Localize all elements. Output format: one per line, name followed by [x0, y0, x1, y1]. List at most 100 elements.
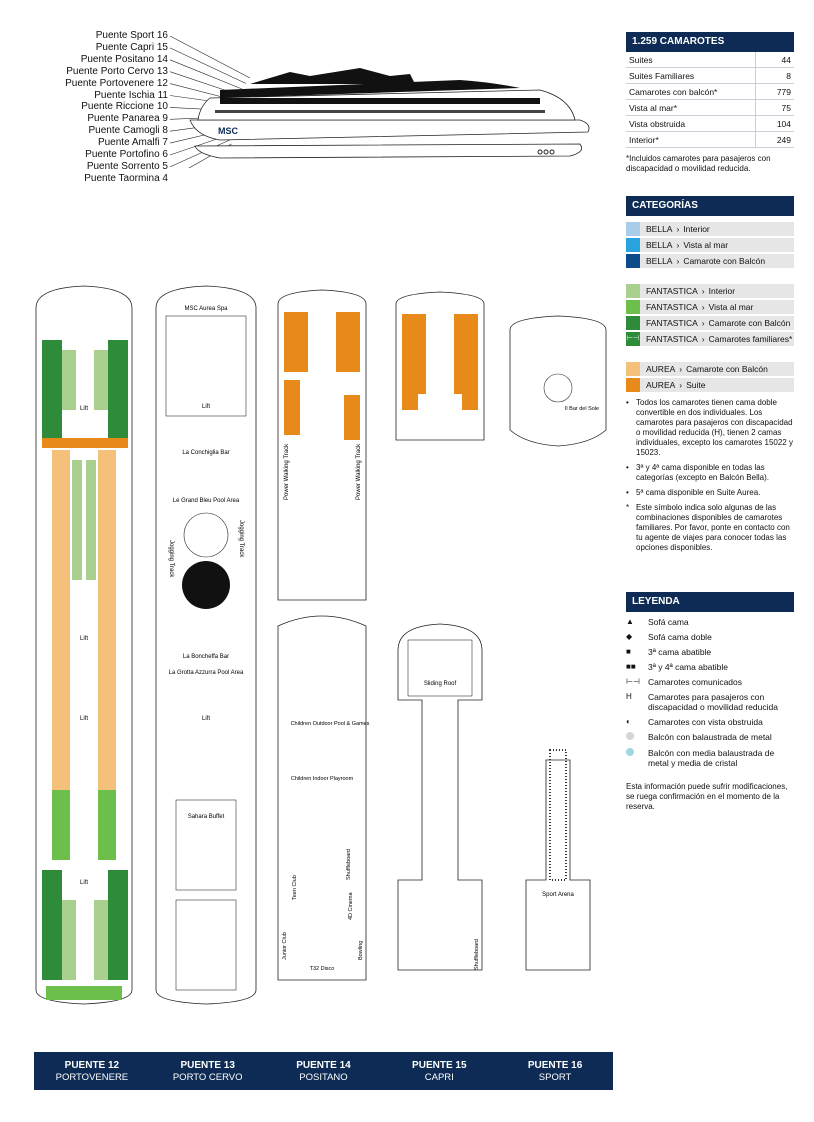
deck-14-aft-outline	[277, 615, 367, 981]
category-item: BELLA›Camarote con Balcón	[626, 254, 794, 268]
cabins-row-value: 104	[755, 115, 794, 132]
ship-profile: MSC	[169, 35, 590, 168]
note-text: 3ª y 4ª cama disponible en todas las cat…	[636, 463, 769, 482]
deck-12-cabins-lgreen-r	[94, 350, 108, 410]
deck-12-cabins-lgreen-aft-r	[94, 900, 108, 980]
legend-dot-icon	[626, 732, 634, 740]
deck-label: Puente Panarea 9	[87, 113, 168, 125]
deck-16-fwd-outline	[509, 315, 607, 447]
category-separator: ›	[676, 240, 680, 250]
deck-label: Puente Sorrento 5	[86, 160, 168, 172]
deck-14-plan: Power Walking Track Power Walking Track …	[277, 289, 370, 981]
deck-13-buffet-label: Sahara Buffet	[188, 814, 225, 820]
deck-15-cabins-r	[454, 314, 478, 394]
deck-12-lift-label: Lift	[80, 880, 88, 886]
legend-title: LEYENDA	[626, 592, 794, 612]
deck-15-sliding-roof	[407, 639, 473, 697]
legend-item: ■■ 3ª y 4ª cama abatible	[626, 662, 794, 672]
deck-14-children-label: Children Outdoor Pool & Games	[291, 721, 370, 727]
deck-14-junior-label: Junior Club	[282, 932, 288, 960]
deck-15-roof-label: Sliding Roof	[424, 681, 457, 687]
deck-label: Puente Porto Cervo 13	[66, 65, 168, 77]
bullet-mark: •	[626, 398, 629, 407]
category-item: FANTASTICA›Interior	[626, 284, 794, 298]
deck-14-cinema-label: 4D Cinema	[348, 892, 354, 920]
category-item: ⊢⊣FANTASTICA›Camarotes familiares*	[626, 332, 794, 346]
category-swatch	[626, 254, 640, 268]
legend-symbol-icon: H	[626, 692, 632, 701]
ship-hull	[189, 119, 590, 141]
deck-label: Puente Amalfi 7	[97, 137, 168, 149]
legend-text: Balcón con balaustrada de metal	[648, 732, 772, 742]
category-separator: ›	[679, 380, 683, 390]
deck-12-cabins-lgreen-aft-l	[62, 900, 76, 980]
category-item: FANTASTICA›Vista al mar	[626, 300, 794, 314]
deck-13-buffet	[175, 799, 237, 891]
legend-text: Sofá cama	[648, 617, 689, 627]
legend-symbol-icon: ▲	[626, 617, 634, 626]
footer-deck-name: PUENTE 12	[64, 1060, 120, 1071]
deck-13-jogging-label: Jogging Track	[238, 520, 244, 558]
legend-item: ◐Camarotes con vista obstruida	[626, 717, 794, 727]
footer-deck-name: PUENTE 13	[180, 1060, 235, 1071]
deck-12-cabins-green-mid-r	[98, 790, 116, 860]
deck-14-teen-label: Teen Club	[292, 875, 298, 900]
deck-12-cabins-fant-l	[72, 460, 82, 580]
category-note: • 3ª y 4ª cama disponible en todas las ca…	[626, 463, 794, 483]
categories-title: CATEGORÍAS	[626, 196, 794, 216]
category-item: AUREA›Camarote con Balcón	[626, 362, 794, 376]
deck-label: Puente Portofino 6	[85, 149, 168, 160]
legend-symbol-icon	[626, 732, 648, 743]
deck-label: Puente Positano 14	[80, 53, 168, 65]
deck-16-aft-outline	[525, 759, 591, 971]
legend-panel: LEYENDA ▲Sofá cama◆Sofá cama doble■3ª ca…	[626, 592, 794, 812]
deck-label: Puente Capri 15	[95, 41, 168, 53]
category-separator: ›	[679, 364, 683, 374]
deck-13-boncheffa-label: La Boncheffa Bar	[183, 654, 229, 660]
deck-13-plan: MSC Aurea Spa Lift La Conchiglia Bar Le …	[155, 285, 257, 1005]
bullet-mark: •	[626, 463, 629, 472]
legend-text: Sofá cama doble	[648, 632, 712, 642]
deck-14-cabins-l	[284, 312, 308, 372]
category-note: *Este símbolo indica solo algunas de las…	[626, 503, 794, 553]
legend-text: 3ª y 4ª cama abatible	[648, 662, 729, 672]
deck-13-conchiglia-label: La Conchiglia Bar	[182, 450, 229, 456]
deck-16-arena-label: Sport Arena	[542, 892, 574, 898]
deck-13-outline	[155, 285, 257, 1005]
legend-symbol-icon: ⊢⊣	[626, 677, 640, 686]
deck-13-grandbleu-label: Le Grand Bleu Pool Area	[173, 498, 240, 504]
deck-label: Puente Sport 16	[95, 30, 168, 41]
category-swatch: ⊢⊣	[626, 332, 640, 346]
deck-12-lift-label: Lift	[80, 406, 88, 412]
category-type: Interior	[683, 224, 710, 234]
category-name: FANTASTICA	[646, 286, 698, 296]
legend-item: ◆Sofá cama doble	[626, 632, 794, 642]
category-type: Camarote con Balcón	[683, 256, 766, 266]
deck-16-stairs	[549, 749, 567, 881]
footer-deck-sub: CAPRI	[424, 1072, 454, 1083]
ship-band	[220, 98, 540, 104]
category-separator: ›	[676, 256, 680, 266]
deck-12-lift-label: Lift	[80, 636, 88, 642]
cabins-row-value: 249	[755, 131, 794, 148]
deck-12-cabins-aurea-l	[52, 450, 70, 610]
cabins-row-label: Suites	[626, 52, 756, 68]
footer-deck-name: PUENTE 16	[527, 1060, 583, 1071]
footer-deck-sub: PORTO CERVO	[172, 1072, 243, 1083]
footer-deck-sub: PORTOVENERE	[55, 1072, 129, 1083]
category-type: Vista al mar	[683, 240, 729, 250]
cabins-row-value: 75	[755, 99, 794, 116]
category-swatch	[626, 222, 640, 236]
deck-12-cabins-aurea-r	[98, 450, 116, 610]
legend-symbol-icon: ■■	[626, 662, 636, 671]
deck-15-plan: Sliding Roof Shuffleboard	[395, 291, 485, 971]
category-name: BELLA	[646, 256, 673, 266]
